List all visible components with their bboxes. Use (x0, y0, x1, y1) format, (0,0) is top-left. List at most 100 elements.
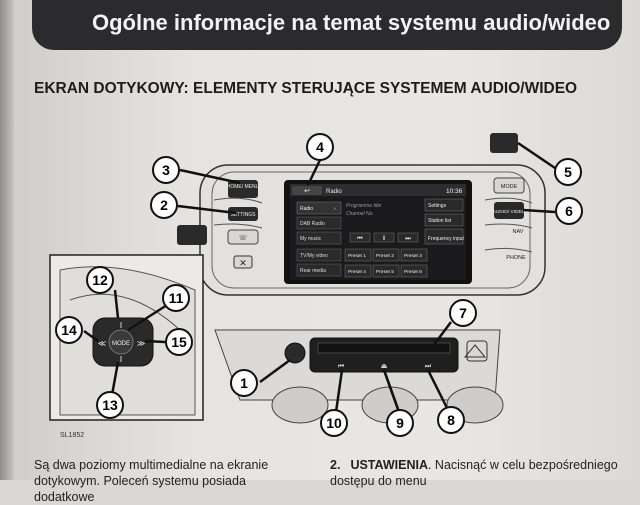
page-title: Ogólne informacje na temat systemu audio… (92, 10, 611, 35)
mode-button[interactable] (493, 177, 525, 194)
callout-5: 5 (554, 158, 582, 186)
media-next-icon[interactable]: ⏭ (425, 363, 432, 370)
preset-button[interactable] (400, 248, 428, 262)
screen-settings-label: Settings (428, 203, 447, 209)
preset-button[interactable] (344, 264, 372, 278)
preset-label: Preset 2 (376, 253, 394, 259)
close-icon: ✕ (239, 258, 247, 268)
preset-label: Preset 1 (348, 253, 366, 259)
hazard-button[interactable] (463, 344, 487, 358)
phone-icon: ☏ (239, 234, 248, 242)
eject-button[interactable] (177, 225, 207, 245)
back-button[interactable]: ↩ (292, 186, 322, 195)
svg-text:14: 14 (61, 322, 77, 338)
pause-icon: ‖ (383, 236, 385, 242)
callout-9: 9 (386, 409, 414, 437)
wheel-right-arrow-icon[interactable]: ≫ (137, 339, 145, 348)
source-item-tv-video[interactable] (296, 248, 342, 262)
phone-hangup-button[interactable]: ☏ (227, 229, 259, 245)
callout-12: 12 (86, 266, 114, 294)
svg-text:8: 8 (447, 412, 455, 428)
source-label: Rear media (300, 268, 326, 274)
preset-label: Preset 3 (404, 253, 422, 259)
mode-rocker-center[interactable] (108, 329, 134, 355)
seek-back-button[interactable] (349, 232, 371, 243)
seek-forward-button[interactable] (397, 232, 419, 243)
frequency-input-button[interactable] (424, 228, 464, 245)
station-list-label: Station list (428, 218, 452, 224)
callout-badges: 3 2 4 5 6 7 1 10 9 8 12 11 14 15 13 (55, 133, 583, 437)
body-text-left: Są dwa poziomy multimedialne na ekranie … (34, 458, 269, 504)
steering-wheel-inset: MODE ≪ ≫ (49, 254, 204, 421)
media-eject-icon[interactable]: ⏏ (381, 363, 388, 370)
step-term: USTAWIENIA (350, 458, 428, 472)
source-item-my-music[interactable] (296, 231, 342, 245)
audio-video-button[interactable] (494, 202, 524, 219)
wheel-mode-label: MODE (112, 341, 130, 347)
media-prev-icon[interactable]: ⏮ (338, 363, 344, 370)
callout-1: 1 (230, 369, 258, 397)
svg-text:11: 11 (169, 290, 184, 306)
home-menu-label: HOME/ MENU (227, 184, 260, 190)
source-item-radio[interactable] (296, 201, 342, 215)
phone-button[interactable]: PHONE (506, 255, 526, 261)
preset-grid: Preset 1 Preset 2 Preset 3 Preset 4 Pres… (344, 248, 428, 278)
audio-video-label: AUDIO/ VIDEO (493, 209, 526, 215)
screen-title: Radio (326, 189, 342, 195)
preset-label: Preset 4 (348, 269, 366, 275)
svg-text:12: 12 (92, 272, 108, 288)
station-list-button[interactable] (424, 213, 464, 227)
preset-button[interactable] (400, 264, 428, 278)
callout-10: 10 (320, 409, 348, 437)
callout-4: 4 (306, 133, 334, 161)
chevron-right-icon: › (334, 206, 336, 212)
svg-text:4: 4 (316, 139, 324, 155)
section-title: EKRAN DOTYKOWY: ELEMENTY STERUJĄCE SYSTE… (34, 80, 578, 97)
mode-label: MODE (501, 184, 518, 190)
settings-label: SETTINGS (230, 212, 256, 218)
preset-button[interactable] (372, 248, 400, 262)
svg-text:1: 1 (240, 375, 248, 391)
home-menu-button[interactable]: HOME/ MENU (227, 180, 260, 198)
svg-text:10: 10 (326, 415, 342, 431)
preset-button[interactable] (344, 248, 372, 262)
callout-7: 7 (449, 299, 477, 327)
svg-text:7: 7 (459, 305, 467, 321)
preset-button[interactable] (372, 264, 400, 278)
callout-11: 11 (162, 284, 190, 312)
wheel-left-arrow-icon[interactable]: ≪ (98, 339, 106, 348)
svg-text:15: 15 (171, 334, 187, 350)
header-bar: Ogólne informacje na temat systemu audio… (32, 0, 622, 50)
back-arrow-icon: ↩ (304, 188, 310, 195)
pause-button[interactable] (373, 232, 395, 243)
seek-forward-icon: ⏭ (405, 236, 411, 242)
source-label: DAB Radio (300, 221, 325, 227)
nav-button[interactable]: NAV (513, 229, 524, 235)
head-unit: HOME/ MENU SETTINGS ☏ ✕ ↩ Radio (199, 164, 546, 296)
source-item-dab-radio[interactable] (296, 216, 342, 230)
source-list: Radio › DAB Radio My music TV/My video R… (296, 201, 342, 277)
callout-14: 14 (55, 316, 83, 344)
callout-lines (83, 141, 556, 413)
frequency-input-label: Frequency input (428, 236, 464, 242)
callout-3: 3 (152, 156, 180, 184)
source-label: My music (300, 236, 322, 242)
figure-code: SL1852 (60, 432, 85, 439)
volume-knob[interactable] (284, 342, 306, 364)
seek-back-icon: ⏮ (357, 236, 363, 242)
svg-text:6: 6 (565, 203, 573, 219)
close-button[interactable]: ✕ (233, 255, 253, 269)
callout-13: 13 (96, 391, 124, 419)
svg-text:5: 5 (564, 164, 572, 180)
body-text-right: 2.USTAWIENIA. Nacisnąć w celu bezpośredn… (330, 457, 630, 489)
source-item-rear-media[interactable] (296, 263, 342, 277)
svg-text:3: 3 (162, 162, 170, 178)
channel-number: Channel No. (346, 211, 374, 217)
settings-button[interactable]: SETTINGS (228, 207, 258, 221)
preset-label: Preset 5 (376, 269, 394, 275)
screen-settings-button[interactable] (424, 198, 464, 212)
screen-time: 10:36 (446, 188, 463, 195)
source-label: Radio (300, 206, 313, 212)
controls-diagram: HOME/ MENU SETTINGS ☏ ✕ ↩ Radio (49, 133, 583, 437)
